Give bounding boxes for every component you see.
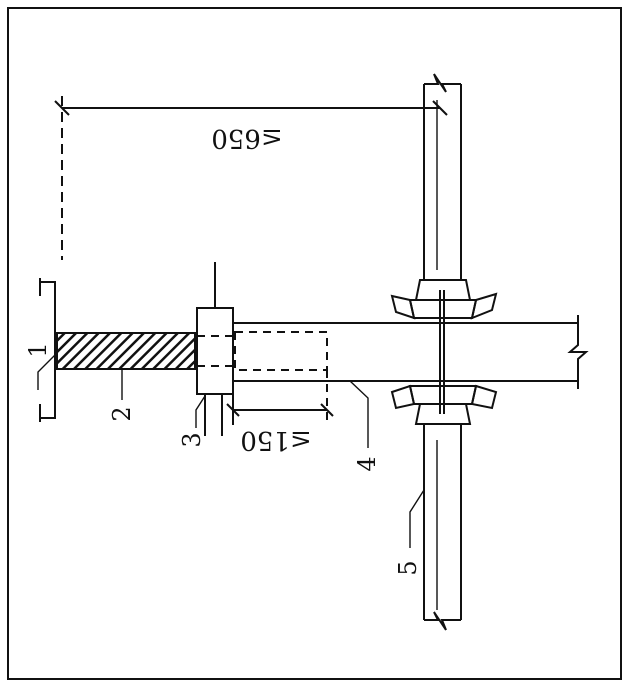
- vertical-tube: [423, 73, 462, 631]
- connector-plate: [196, 262, 234, 436]
- bottom-dimension-line: [226, 370, 334, 425]
- wall-bracket: [39, 278, 56, 422]
- label-1: 1: [24, 342, 52, 357]
- right-angle-coupler: [390, 279, 498, 425]
- top-dimension-text: ≤650: [211, 123, 282, 153]
- bottom-dimension-text: ≤150: [240, 425, 311, 455]
- drawing-frame: [7, 7, 622, 680]
- label-3: 3: [178, 432, 206, 447]
- label-4: 4: [353, 456, 381, 471]
- label-2: 2: [108, 406, 136, 421]
- label-5: 5: [394, 560, 422, 575]
- top-dimension-line: [54, 96, 448, 260]
- leader-lines: [37, 354, 425, 548]
- horizontal-tube: [233, 315, 589, 389]
- hatched-embedded-member: [56, 332, 196, 370]
